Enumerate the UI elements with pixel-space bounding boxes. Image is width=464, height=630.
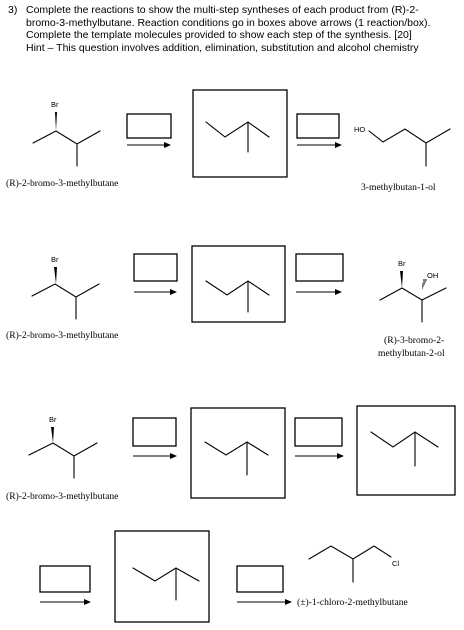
- condition-box-4b[interactable]: [236, 565, 284, 593]
- condition-box-3b[interactable]: [294, 417, 343, 447]
- question-line-1: Complete the reactions to show the multi…: [26, 4, 419, 16]
- template-box-2[interactable]: [191, 245, 286, 323]
- question-line-3: Complete the template molecules provided…: [26, 29, 412, 42]
- wedge-bond-4: [51, 427, 54, 443]
- wedge-bond-1: [55, 112, 57, 131]
- start-molecule-2: Br: [31, 255, 100, 320]
- wedge-bond-3: [400, 271, 403, 288]
- question-line-4: Hint – This question involves addition, …: [26, 41, 419, 54]
- cl-atom-label: Cl: [392, 559, 399, 568]
- row-1: Br (R)-2-bromo-3-methylbutane HO 3-methy…: [6, 89, 451, 193]
- product-chain-2: [379, 287, 447, 301]
- template-molecule-4: [132, 567, 200, 582]
- br-atom-label-2: Br: [51, 255, 59, 264]
- row-3: Br (R)-2-bromo-3-methylbutane: [6, 405, 456, 502]
- template-box-3b[interactable]: [356, 405, 456, 496]
- question-line-2: bromo-3-methylbutane. Reaction condition…: [26, 16, 431, 29]
- product-molecule-4: Cl: [308, 545, 399, 583]
- product-label-2-line1: (R)-3-bromo-2-: [384, 335, 444, 346]
- template-box-1[interactable]: [192, 89, 288, 178]
- condition-box-1a[interactable]: [126, 113, 172, 139]
- condition-box-2b[interactable]: [295, 253, 344, 282]
- carbon-chain-3: [28, 442, 98, 457]
- product-molecule-2: Br OH: [379, 259, 447, 323]
- carbon-chain-2: [31, 283, 100, 298]
- template-molecule-3b: [370, 431, 439, 448]
- br-atom-label-3: Br: [398, 259, 406, 268]
- product-chain-1: [368, 128, 451, 144]
- wedge-bond-2: [54, 267, 57, 284]
- br-atom-label-1: Br: [51, 100, 59, 109]
- carbon-chain-1: [32, 130, 101, 145]
- oh-atom-label: OH: [427, 271, 438, 280]
- product-label-1: 3-methylbutan-1-ol: [361, 182, 436, 193]
- row-2: Br (R)-2-bromo-3-methylbutane Br OH: [6, 245, 447, 359]
- template-molecule-2: [205, 280, 270, 296]
- product-molecule-1: HO: [354, 125, 451, 167]
- ho-atom-label: HO: [354, 125, 365, 134]
- start-molecule-1: Br: [32, 100, 101, 167]
- product-label-2-line2: methylbutan-2-ol: [378, 348, 445, 359]
- start-molecule-3: Br: [28, 415, 98, 479]
- condition-box-2a[interactable]: [133, 253, 178, 282]
- br-atom-label-4: Br: [49, 415, 57, 424]
- template-molecule-3a: [204, 441, 269, 456]
- template-box-3a[interactable]: [190, 407, 286, 499]
- start-label-3: (R)-2-bromo-3-methylbutane: [6, 491, 118, 502]
- row-4: Cl (±)-1-chloro-2-methylbutane: [39, 530, 408, 623]
- hashed-bond: [422, 279, 427, 289]
- question-number: 3): [8, 4, 18, 16]
- condition-box-3a[interactable]: [132, 417, 177, 447]
- start-label-1: (R)-2-bromo-3-methylbutane: [6, 178, 118, 189]
- start-label-2: (R)-2-bromo-3-methylbutane: [6, 330, 118, 341]
- product-chain-4: [308, 545, 392, 560]
- template-molecule-1: [205, 121, 270, 138]
- product-label-4: (±)-1-chloro-2-methylbutane: [297, 597, 408, 608]
- condition-box-4a[interactable]: [39, 565, 91, 593]
- condition-box-1b[interactable]: [296, 113, 340, 139]
